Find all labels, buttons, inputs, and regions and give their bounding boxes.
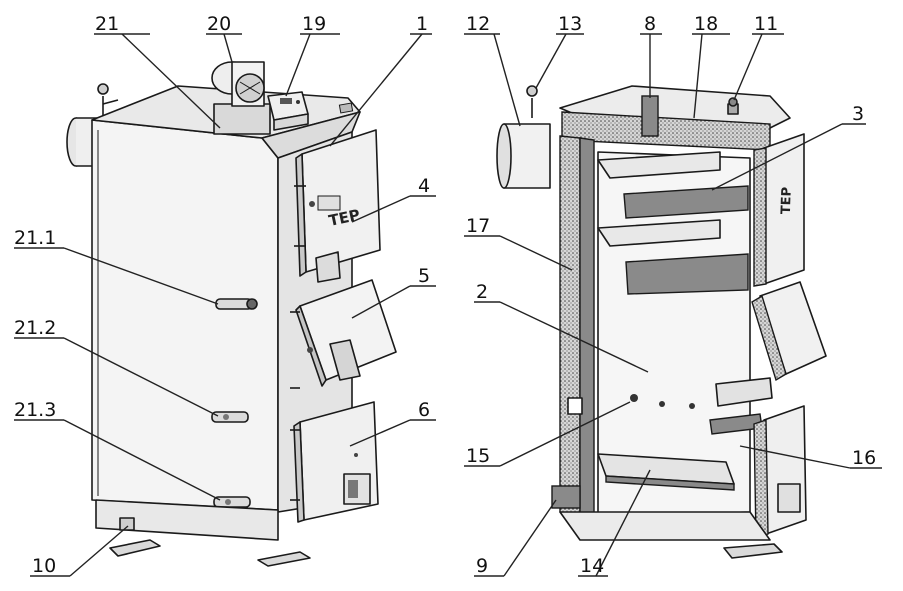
cleaning-port-handle-2 (211, 411, 249, 423)
callout-2: 2 (476, 281, 488, 303)
callout-12: 12 (466, 13, 490, 35)
callout-16: 16 (852, 447, 876, 469)
callout-3: 3 (852, 103, 864, 125)
callout-4: 4 (418, 175, 430, 197)
callout-21: 21 (95, 13, 119, 35)
callout-11: 11 (754, 13, 778, 35)
boiler-cutaway: TEP (496, 85, 827, 559)
draft-regulator-cutaway (526, 85, 538, 118)
cutaway-middle-door (751, 281, 827, 382)
callout-9: 9 (476, 555, 488, 577)
boiler-base (95, 499, 311, 567)
lower-ash-door (290, 401, 379, 523)
cleaning-port-handle-3 (213, 496, 251, 508)
cold-water-inlet (551, 485, 581, 509)
callout-labels-left: 21 20 19 1 4 21.1 5 21.2 6 21.3 10 (14, 13, 430, 577)
callout-6: 6 (418, 399, 430, 421)
ash-tray (597, 453, 735, 491)
middle-door-open (290, 279, 397, 389)
cutaway-base (559, 511, 771, 541)
flue-pipe-cutaway (496, 123, 551, 189)
hot-water-outlet (641, 95, 659, 137)
blower-fan (211, 61, 271, 135)
safety-valve (727, 97, 739, 115)
leader-lines (14, 33, 882, 577)
callout-14: 14 (580, 555, 604, 577)
callout-1: 1 (416, 13, 428, 35)
cutaway-upper-door: TEP (753, 133, 805, 287)
inspection-ports (567, 394, 695, 415)
water-jacket-back (579, 137, 595, 525)
upper-loading-door: TEP (294, 129, 381, 283)
callout-10: 10 (32, 555, 56, 577)
heat-exchanger-baffles (597, 151, 749, 295)
callout-labels-right: 12 13 8 18 11 3 17 2 15 16 9 14 (466, 13, 876, 577)
callout-15: 15 (466, 445, 490, 467)
draft-regulator-handle (97, 83, 119, 116)
callout-19: 19 (302, 13, 326, 35)
cutaway-lower-door (753, 405, 807, 539)
callout-20: 20 (207, 13, 231, 35)
fire-grate (709, 377, 773, 435)
controller-unit (267, 91, 309, 131)
callout-8: 8 (644, 13, 656, 35)
callout-17: 17 (466, 215, 490, 237)
callout-13: 13 (558, 13, 582, 35)
callout-21-2: 21.2 (14, 317, 56, 339)
callout-5: 5 (418, 265, 430, 287)
boiler-side-panel (91, 119, 279, 511)
boiler-exterior: TEP (66, 61, 397, 567)
cutaway-door-brand-label: TEP (779, 187, 795, 215)
cleaning-port-handle-1 (215, 298, 258, 310)
callout-21-1: 21.1 (14, 227, 56, 249)
wall-insulation (559, 135, 581, 526)
callout-21-3: 21.3 (14, 399, 56, 421)
callout-18: 18 (694, 13, 718, 35)
